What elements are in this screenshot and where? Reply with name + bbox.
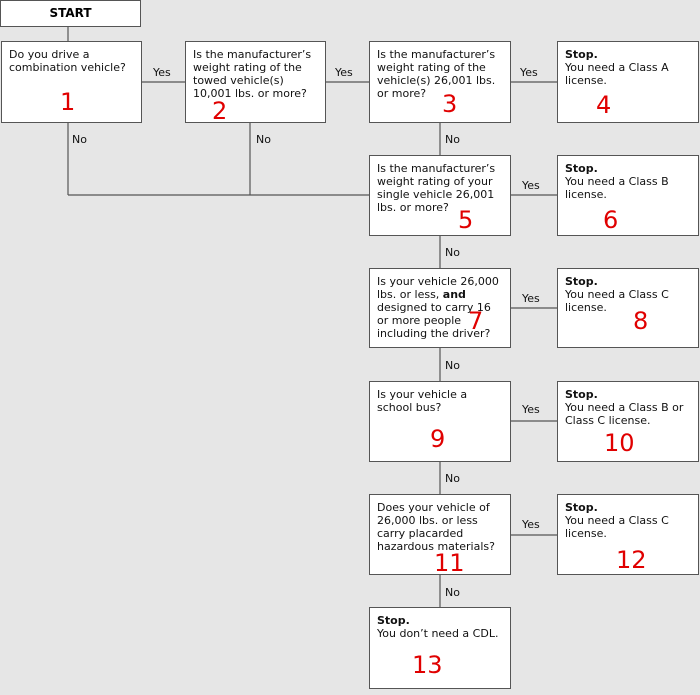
stop-label: Stop. <box>565 501 598 514</box>
result-text: You need a Class C license. <box>565 288 669 314</box>
node-number: 11 <box>434 549 465 577</box>
question-text: Does your vehicle of 26,000 lbs. or less… <box>377 501 495 553</box>
result-node-10: Stop. You need a Class B or Class C lice… <box>557 381 699 462</box>
result-node-4: Stop. You need a Class A license. 4 <box>557 41 699 123</box>
node-number: 6 <box>603 206 619 234</box>
node-number: 3 <box>442 90 458 118</box>
stop-label: Stop. <box>377 614 410 627</box>
question-text: Is the manufacturer’s weight rating of t… <box>193 48 312 100</box>
result-text: You need a Class C license. <box>565 514 669 540</box>
result-node-6: Stop. You need a Class B license. 6 <box>557 155 699 236</box>
result-text: You need a Class B license. <box>565 175 669 201</box>
question-node-2: Is the manufacturer’s weight rating of t… <box>185 41 326 123</box>
edge-label-yes: Yes <box>153 66 171 79</box>
edge-label-no: No <box>445 472 460 485</box>
edge-label-yes: Yes <box>522 292 540 305</box>
question-text: Is the manufacturer’s weight rating of y… <box>377 162 496 214</box>
edge-label-no: No <box>72 133 87 146</box>
question-text: Is your vehicle 26,000 lbs. or less, and… <box>377 275 499 340</box>
start-node: START <box>0 0 141 27</box>
edge-label-no: No <box>445 133 460 146</box>
stop-label: Stop. <box>565 275 598 288</box>
edge-label-yes: Yes <box>520 66 538 79</box>
question-node-9: Is your vehicle a school bus? 9 <box>369 381 511 462</box>
result-node-12: Stop. You need a Class C license. 12 <box>557 494 699 575</box>
result-node-8: Stop. You need a Class C license. 8 <box>557 268 699 348</box>
edge-label-no: No <box>256 133 271 146</box>
node-number: 5 <box>458 206 474 234</box>
stop-label: Stop. <box>565 162 598 175</box>
question-text: Do you drive a combination vehicle? <box>9 48 126 74</box>
question-node-1: Do you drive a combination vehicle? 1 <box>1 41 142 123</box>
edge-label-yes: Yes <box>522 179 540 192</box>
result-text: You don’t need a CDL. <box>377 627 499 640</box>
node-number: 9 <box>430 425 446 453</box>
stop-label: Stop. <box>565 48 598 61</box>
edge-label-yes: Yes <box>522 518 540 531</box>
result-node-13: Stop. You don’t need a CDL. 13 <box>369 607 511 689</box>
edge-label-yes: Yes <box>335 66 353 79</box>
node-number: 8 <box>633 307 649 335</box>
question-node-11: Does your vehicle of 26,000 lbs. or less… <box>369 494 511 575</box>
node-number: 2 <box>212 97 228 125</box>
edge-label-yes: Yes <box>522 403 540 416</box>
question-node-3: Is the manufacturer’s weight rating of t… <box>369 41 511 123</box>
edge-label-no: No <box>445 586 460 599</box>
node-number: 12 <box>616 546 647 574</box>
node-number: 10 <box>604 429 635 457</box>
node-number: 4 <box>596 91 612 119</box>
question-node-7: Is your vehicle 26,000 lbs. or less, and… <box>369 268 511 348</box>
node-number: 7 <box>468 307 484 335</box>
node-number: 1 <box>60 88 76 116</box>
result-text: You need a Class A license. <box>565 61 669 87</box>
result-text: You need a Class B or Class C license. <box>565 401 684 427</box>
question-node-5: Is the manufacturer’s weight rating of y… <box>369 155 511 236</box>
edge-label-no: No <box>445 246 460 259</box>
question-text: Is the manufacturer’s weight rating of t… <box>377 48 496 100</box>
question-text: Is your vehicle a school bus? <box>377 388 468 414</box>
edge-label-no: No <box>445 359 460 372</box>
node-number: 13 <box>412 651 443 679</box>
stop-label: Stop. <box>565 388 598 401</box>
